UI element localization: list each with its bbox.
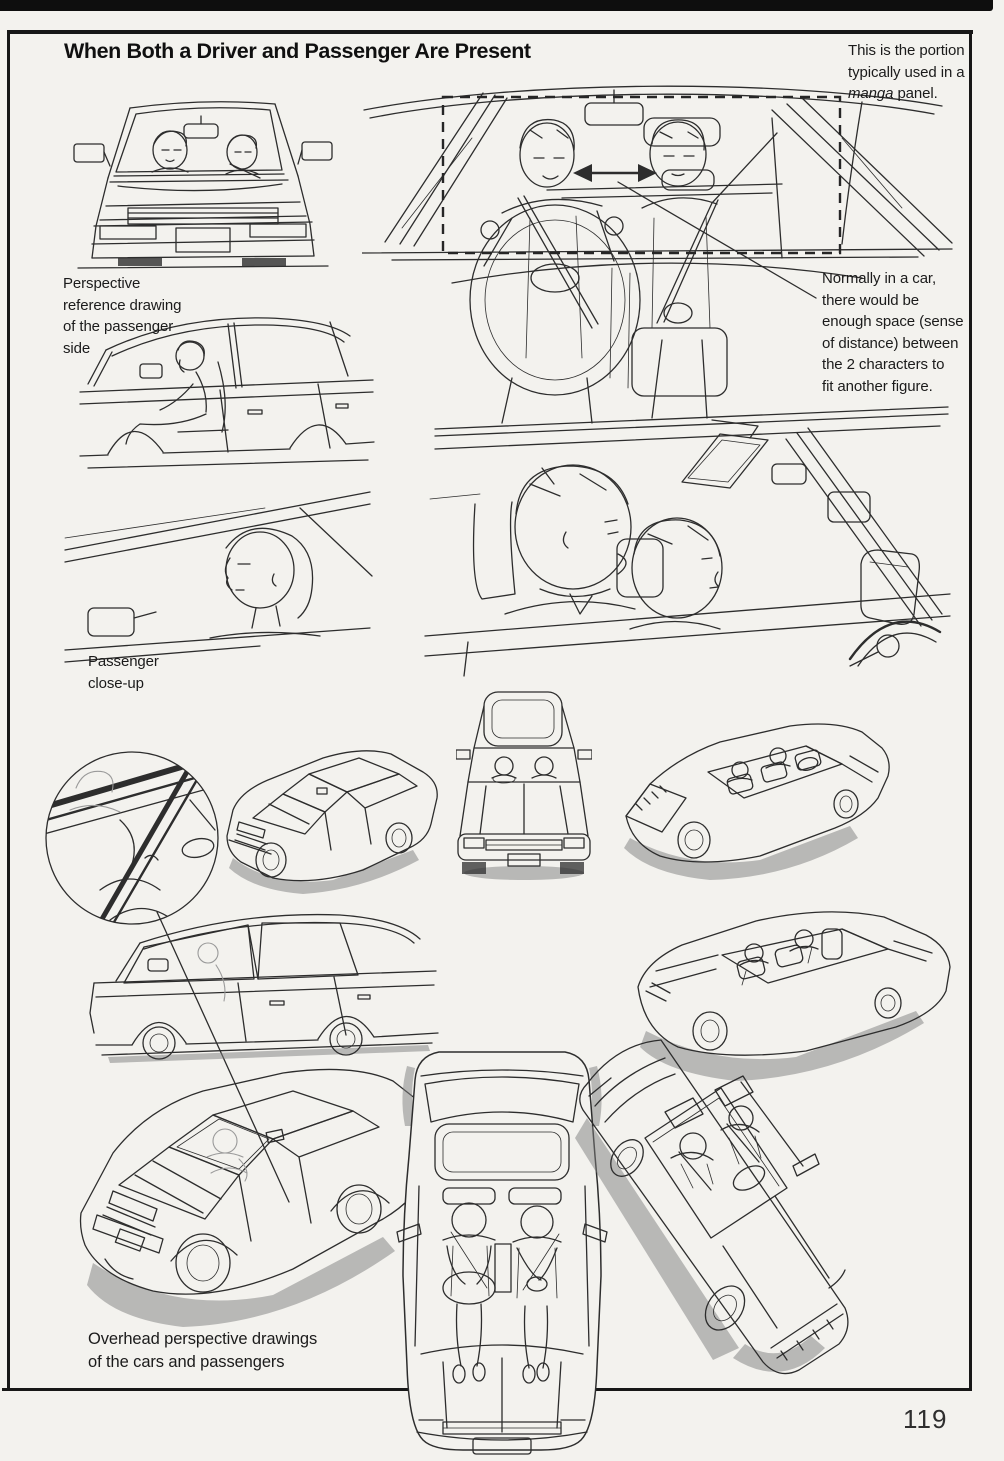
- note-line: the 2 characters to: [822, 356, 945, 373]
- steering-hand-mirror: [848, 549, 942, 667]
- note-line: close-up: [88, 674, 144, 692]
- overhead-car-three-quarter-bottom-left: [79, 1068, 434, 1327]
- note-line: This is the portion: [848, 42, 965, 59]
- driver-figure: [469, 118, 641, 424]
- overhead-car-top-down-bottom-center: [396, 1051, 608, 1455]
- note-line: of the passenger: [63, 318, 174, 335]
- car-body: [396, 1069, 608, 1455]
- seated-passenger-sketch: [125, 340, 229, 445]
- car-body: [579, 1039, 849, 1375]
- note-line: enough space (sense: [822, 313, 964, 330]
- note-passenger-closeup: Passenger close-up: [88, 651, 228, 694]
- front-view-car-drawing: [73, 101, 333, 269]
- page-frame-right: [969, 30, 972, 1391]
- note-manga-panel: This is the portion typically used in a …: [848, 40, 978, 105]
- driver-sketch: [206, 1128, 248, 1182]
- overhead-car-three-quarter-left: [226, 750, 438, 894]
- note-line: Normally in a car,: [822, 270, 937, 287]
- interior-seats-occupants: [736, 928, 843, 986]
- driver-top-view: [442, 1202, 496, 1384]
- page-frame-left: [7, 30, 10, 1388]
- note-line: Overhead perspective drawings: [88, 1330, 318, 1348]
- distance-arrow: [573, 164, 657, 182]
- note-line: manga panel.: [848, 83, 978, 105]
- overhead-car-cutaway-middle-right: [637, 911, 951, 1081]
- driver-sketch: [197, 942, 226, 1002]
- scan-edge-bar: [0, 0, 993, 11]
- note-line: reference drawing: [63, 296, 182, 314]
- page-frame-top: [7, 30, 973, 34]
- window-frame-lines: [64, 491, 373, 663]
- passenger-closeup-drawing: [64, 491, 373, 663]
- italic-word: manga: [848, 85, 894, 102]
- car-body: [73, 101, 333, 269]
- windshield-frame: [362, 85, 953, 284]
- note-overhead-drawings: Overhead perspective drawings of the car…: [88, 1328, 388, 1374]
- occupant-heads: [151, 130, 261, 179]
- overhead-car-side-middle-left: [89, 913, 439, 1063]
- side-window-scene-drawing: [424, 406, 951, 677]
- note-line: fit another figure.: [822, 377, 933, 395]
- car-body: [79, 1068, 434, 1295]
- manga-panel-dashed-box: [441, 95, 842, 255]
- overhead-car-front-top: [456, 691, 592, 880]
- passenger-top-view: [512, 1205, 562, 1384]
- interior-seats-occupants: [726, 747, 822, 795]
- note-line: there would be: [822, 291, 920, 309]
- note-line: of distance) between: [822, 334, 959, 352]
- pillar-detail-circle-inset: [45, 751, 219, 925]
- windshield-scene-drawing: [362, 85, 953, 424]
- note-perspective-reference: Perspective reference drawing of the pas…: [63, 273, 223, 359]
- front-passenger-woman-figure: [616, 517, 723, 630]
- overhead-car-cutaway-bottom-right: [575, 1039, 849, 1375]
- car-body: [637, 911, 951, 1056]
- passenger-figure: [631, 117, 783, 419]
- page-title: When Both a Driver and Passenger Are Pre…: [64, 39, 531, 63]
- note-space-between-characters: Normally in a car, there would be enough…: [822, 268, 972, 397]
- car-body: [79, 317, 375, 469]
- car-body: [89, 913, 439, 1060]
- note-line: of the cars and passengers: [88, 1353, 285, 1371]
- leader-manga-note: [841, 101, 863, 245]
- woman-profile-head: [209, 527, 321, 639]
- car-body: [625, 723, 890, 863]
- window-frame: [424, 406, 951, 677]
- talking-man-figure: [504, 464, 636, 615]
- note-line: Perspective: [63, 275, 141, 292]
- note-line: Passenger: [88, 653, 159, 670]
- leader-space-note: [617, 181, 817, 299]
- note-line-rest: panel.: [893, 85, 938, 102]
- side-view-car-drawing: [79, 317, 375, 469]
- car-body: [456, 691, 592, 867]
- occupants: [491, 756, 557, 784]
- overhead-car-cutaway-top-right: [624, 723, 890, 880]
- page-number: 119: [903, 1404, 948, 1434]
- interior-occupants: [664, 1075, 766, 1191]
- note-line: typically used in a: [848, 63, 965, 81]
- car-body: [226, 750, 438, 882]
- note-line: side: [63, 339, 91, 357]
